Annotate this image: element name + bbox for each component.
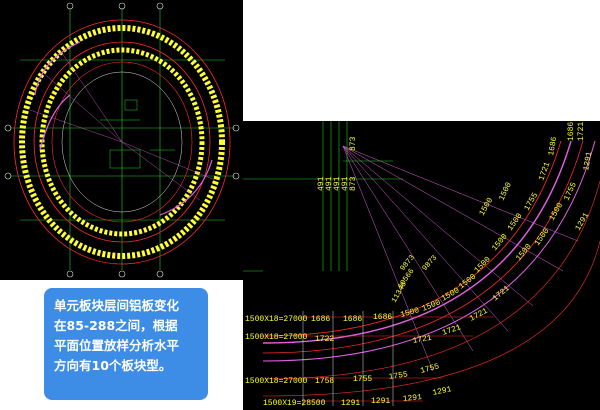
arc-inner-2: 1500 (506, 212, 525, 233)
detail-diag-dims: 9873 10566 11346 9873 (391, 254, 440, 305)
top-dim-2: 491 (325, 176, 334, 191)
arc-inner-3: 1500 (490, 232, 509, 253)
row-label-2: 1500X18=27000 (245, 333, 308, 342)
overview-plan-svg (4, 2, 240, 278)
arc-inner-4: 1500 (478, 196, 495, 217)
row3-dim-2: 1755 (353, 375, 372, 384)
top-dim-5: 873 (349, 176, 358, 191)
callout-line-2: 在85-288之间，根据 (54, 318, 178, 333)
arc-inner-6: 1500 (533, 227, 552, 248)
top-dim-4: 491 (341, 176, 350, 191)
overview-highlight-arc (34, 41, 213, 216)
row4-dim-4: 1291 (432, 385, 453, 398)
annotation-callout: 单元板块层间铝板变化 在85-288之间，根据 平面位置放样分析水平 方向有10… (44, 288, 208, 400)
overview-grid-bubbles (4, 2, 240, 278)
row1-dim-2: 1686 (343, 315, 362, 324)
top-dim-6: 873 (349, 136, 358, 151)
overview-radial-lines (29, 49, 216, 201)
top-dim-1: 491 (317, 176, 326, 191)
row4-dim-2: 1291 (371, 397, 390, 406)
arc-outer-1: 1686 (567, 122, 576, 141)
detail-row3-dims: 1758 1755 1755 1755 (315, 362, 441, 386)
row1-dim-1: 1686 (311, 315, 330, 324)
detail-ticks (302, 311, 394, 406)
row2-dim-1: 1722 (315, 335, 334, 344)
row2-dim-4: 1721 (468, 307, 489, 324)
diag-dim-3: 11346 (391, 281, 409, 305)
detail-grid-lines (243, 121, 403, 272)
callout-line-4: 方向有10个板块型。 (54, 358, 172, 373)
arc-outer-3: 1755 (563, 181, 579, 202)
row-label-1: 1500X18=27000 (245, 315, 308, 324)
arc-outer-2: 1721 (577, 122, 586, 141)
arc-mid-4: 1291 (574, 211, 591, 232)
arc-mid-1: 1686 (547, 136, 559, 157)
arc-inner-1: 1500 (498, 181, 514, 202)
detail-radial-lines (342, 145, 579, 372)
row3-dim-3: 1755 (388, 370, 408, 382)
diag-dim-4: 9873 (421, 254, 439, 273)
top-dim-3: 491 (333, 176, 342, 191)
cad-detail-drawing[interactable]: 1500X18=27000 1500X18=27000 1500X18=2700… (243, 121, 600, 410)
cad-overview-drawing[interactable] (0, 0, 243, 280)
row1-dim-3: 1686 (373, 313, 392, 322)
callout-line-1: 单元板块层间铝板变化 (54, 298, 180, 313)
row4-dim-1: 1291 (341, 399, 360, 408)
row3-dim-1: 1758 (315, 377, 334, 386)
row3-dim-4: 1755 (419, 362, 440, 376)
overview-ellipse-ring (13, 19, 231, 265)
detail-row4-dims: 1291 1291 1291 1291 (341, 385, 453, 408)
detail-row-labels: 1500X18=27000 1500X18=27000 1500X18=2700… (245, 315, 326, 408)
callout-line-3: 平面位置放样分析水平 (54, 338, 180, 353)
row1-dim-5: 1500 (421, 298, 442, 314)
row-label-4: 1500X19=28500 (263, 399, 326, 408)
detail-dimension-lines (303, 316, 493, 402)
overview-center-details (100, 99, 175, 169)
row4-dim-3: 1291 (402, 393, 422, 404)
row2-dim-5: 1721 (491, 284, 512, 303)
detail-ring-arcs (262, 140, 600, 397)
row-label-3: 1500X18=27000 (245, 377, 308, 386)
row2-dim-3: 1721 (441, 323, 462, 338)
detail-top-dims: 491 491 491 491 873 873 (317, 136, 358, 191)
row1-dim-7: 1500 (457, 272, 478, 291)
detail-plan-svg: 1500X18=27000 1500X18=27000 1500X18=2700… (243, 121, 600, 408)
row2-dim-2: 1721 (412, 334, 433, 346)
arc-outer-4: 1291 (582, 151, 594, 172)
row1-dim-4: 1500 (399, 306, 420, 320)
arc-mid-3: 1755 (523, 191, 540, 212)
